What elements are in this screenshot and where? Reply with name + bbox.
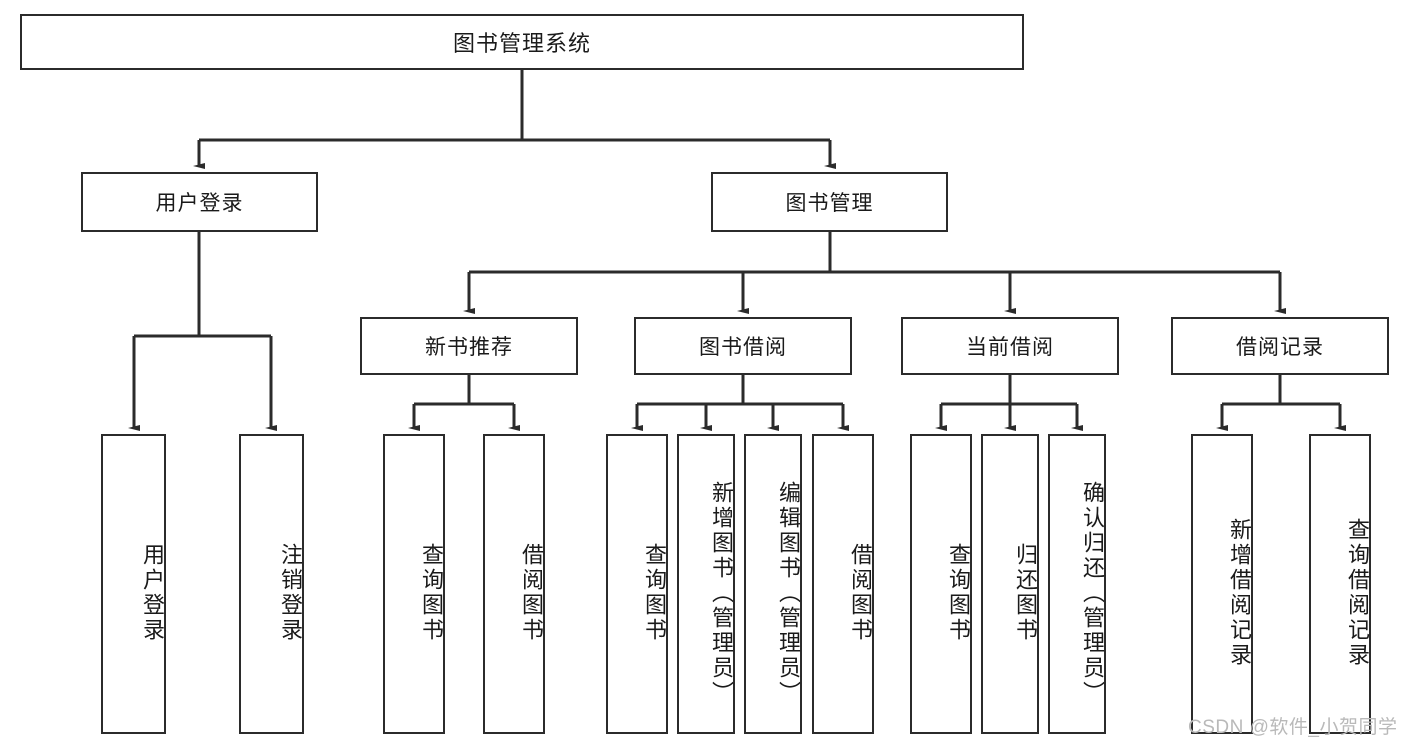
node-label: 查询图书 xyxy=(642,543,667,643)
node-label: 当前借阅 xyxy=(966,336,1054,359)
node-borrow-record[interactable]: 借阅记录 xyxy=(1171,317,1389,375)
node-label: 查询图书 xyxy=(946,543,971,643)
leaf-return-book[interactable]: 归还图书 xyxy=(981,434,1039,734)
node-label: 新书推荐 xyxy=(425,336,513,359)
leaf-query-book-current[interactable]: 查询图书 xyxy=(910,434,972,734)
node-label: 用户登录 xyxy=(140,543,165,643)
node-label: 新增图书（管理员） xyxy=(709,480,734,706)
node-user-login[interactable]: 用户登录 xyxy=(81,172,318,232)
leaf-borrow-book-recommend[interactable]: 借阅图书 xyxy=(483,434,545,734)
leaf-query-book-borrow[interactable]: 查询图书 xyxy=(606,434,668,734)
node-label: 图书管理系统 xyxy=(452,31,591,56)
leaf-add-borrow-record[interactable]: 新增借阅记录 xyxy=(1191,434,1253,734)
node-label: 借阅图书 xyxy=(848,543,873,643)
node-label: 查询图书 xyxy=(419,543,444,643)
node-label: 借阅记录 xyxy=(1236,336,1324,359)
node-label: 确认归还（管理员） xyxy=(1080,480,1105,706)
leaf-user-login[interactable]: 用户登录 xyxy=(101,434,166,734)
csdn-watermark: CSDN @软件_小贺同学 xyxy=(1188,717,1398,738)
node-book-management[interactable]: 图书管理 xyxy=(711,172,948,232)
node-label: 借阅图书 xyxy=(519,543,544,643)
node-label: 注销登录 xyxy=(278,543,303,643)
node-label: 图书借阅 xyxy=(699,336,787,359)
node-label: 图书管理 xyxy=(785,192,874,215)
leaf-borrow-book[interactable]: 借阅图书 xyxy=(812,434,874,734)
node-current-borrow[interactable]: 当前借阅 xyxy=(901,317,1119,375)
leaf-logout[interactable]: 注销登录 xyxy=(239,434,304,734)
node-label: 归还图书 xyxy=(1013,543,1038,643)
node-label: 新增借阅记录 xyxy=(1227,518,1252,668)
node-root-system[interactable]: 图书管理系统 xyxy=(20,14,1024,70)
node-label: 编辑图书（管理员） xyxy=(776,480,801,706)
node-label: 用户登录 xyxy=(155,192,244,215)
leaf-edit-book-admin[interactable]: 编辑图书（管理员） xyxy=(744,434,802,734)
leaf-query-book-recommend[interactable]: 查询图书 xyxy=(383,434,445,734)
node-label: 查询借阅记录 xyxy=(1345,518,1370,668)
leaf-add-book-admin[interactable]: 新增图书（管理员） xyxy=(677,434,735,734)
leaf-confirm-return-admin[interactable]: 确认归还（管理员） xyxy=(1048,434,1106,734)
leaf-query-borrow-record[interactable]: 查询借阅记录 xyxy=(1309,434,1371,734)
node-new-book-recommend[interactable]: 新书推荐 xyxy=(360,317,578,375)
node-book-borrow[interactable]: 图书借阅 xyxy=(634,317,852,375)
